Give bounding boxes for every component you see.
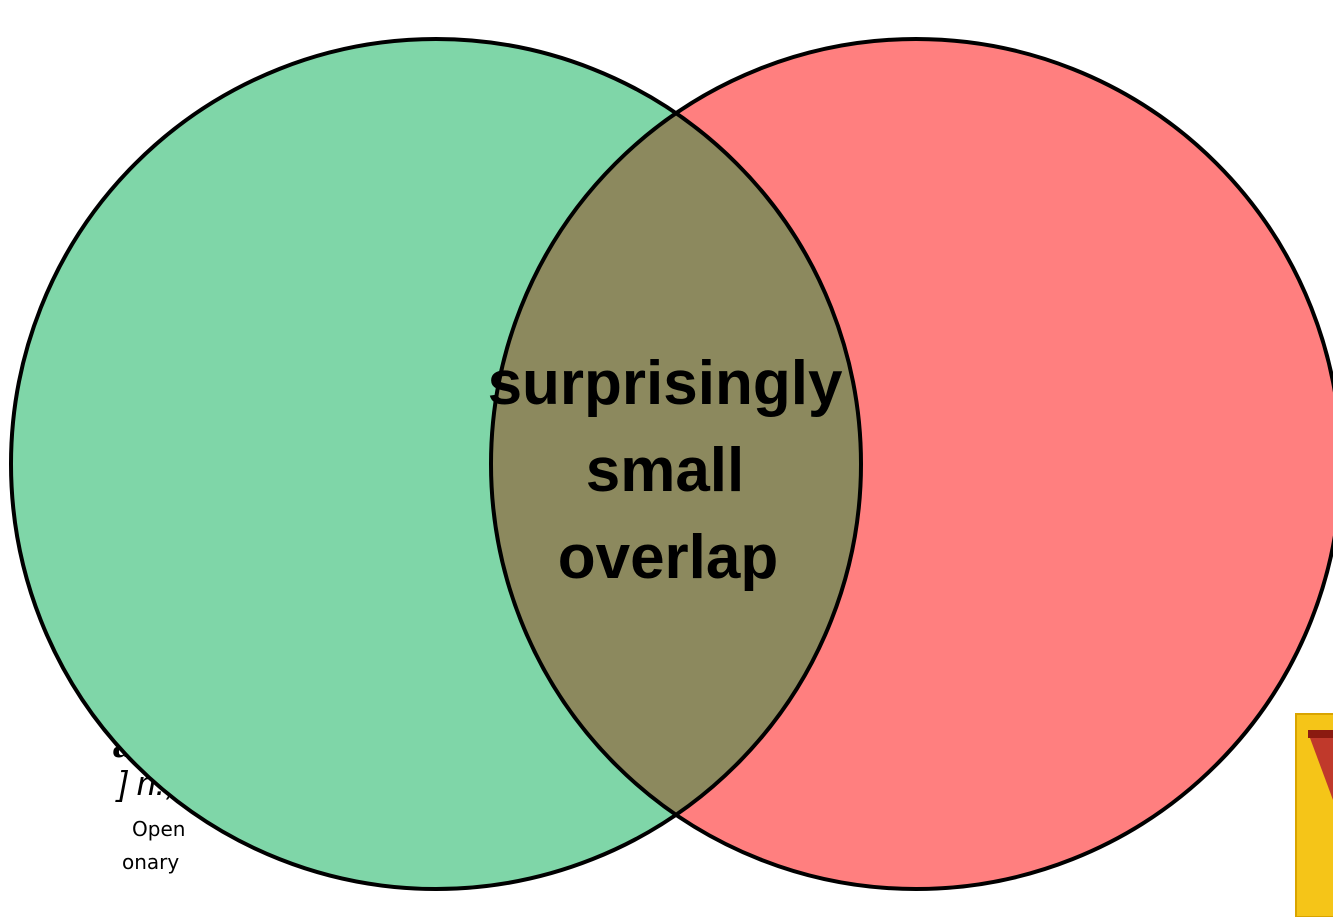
partial-logo-icon [1295,713,1333,917]
overlap-label-line-2: small [586,436,745,505]
overlap-label-line-1: surprisingly [488,349,843,418]
left-circle-outline [9,37,863,891]
dictionary-line-onary: onary [122,850,179,874]
overlap-label-line-3: overlap [558,523,779,592]
overlap-label: surprisingly small overlap [488,349,843,592]
overlap-region [491,39,861,889]
right-circle-outline [489,37,1333,891]
dictionary-line-open: Open [132,817,185,841]
